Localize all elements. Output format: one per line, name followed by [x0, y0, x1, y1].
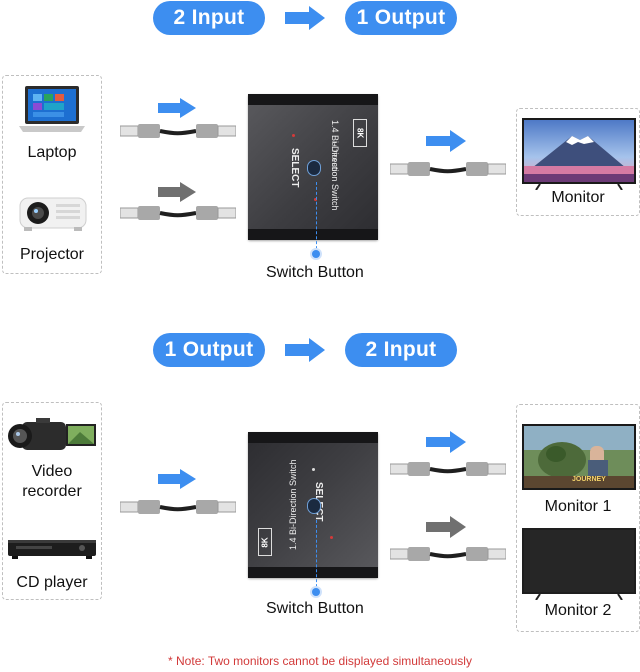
arrow-right-icon [285, 6, 325, 30]
hdmi-cable-icon [120, 206, 236, 220]
switch-model-text: 1.4 Bi-Direction Switch [288, 459, 298, 550]
hdmi-cable-icon [390, 547, 506, 561]
pill-bottom-left: 1 Output [153, 333, 265, 367]
projector-icon [19, 197, 87, 231]
camcorder-icon [8, 418, 96, 450]
switch-band [248, 229, 378, 240]
dvd-player-icon [8, 540, 96, 559]
callout-dot [312, 588, 320, 596]
tv-icon [522, 424, 636, 490]
hdmi-cable-icon [120, 500, 236, 514]
hdmi-switch-bottom: 8K 1.4 Bi-Direction Switch SELECT [248, 432, 378, 578]
arrow-right-icon [426, 431, 466, 453]
laptop-icon [19, 86, 85, 132]
led-indicator [292, 134, 295, 137]
hdmi-cable-icon [390, 462, 506, 476]
select-button[interactable] [307, 498, 321, 514]
laptop-label: Laptop [27, 144, 77, 161]
tv-logo-text: JOURNEY [572, 476, 606, 483]
cd-player-label: CD player [16, 574, 88, 591]
projector-label: Projector [19, 246, 85, 263]
callout-dot [312, 250, 320, 258]
tv-icon [522, 118, 636, 190]
switch-band [248, 94, 378, 105]
arrow-right-icon [285, 338, 325, 362]
hdmi-switch-top: 8K ULTRA HD 1.4 Bi-Direction Switch SELE… [248, 94, 378, 240]
monitor-2-label: Monitor 2 [544, 602, 612, 619]
switch-button-label: Switch Button [266, 600, 364, 617]
led-indicator [312, 468, 315, 471]
callout-line [316, 520, 317, 592]
tv-icon [522, 528, 636, 600]
callout-line [316, 182, 317, 254]
switch-model-text: 1.4 Bi-Direction Switch [330, 120, 340, 211]
switch-select-text: SELECT [289, 148, 300, 188]
monitor-1-label: Monitor 1 [544, 498, 612, 515]
footnote: * Note: Two monitors cannot be displayed… [168, 654, 472, 668]
switch-button-label: Switch Button [266, 264, 364, 281]
switch-band [248, 567, 378, 578]
arrow-right-gray-icon [158, 182, 196, 202]
hdmi-cable-icon [120, 124, 236, 138]
led-indicator [330, 536, 333, 539]
video-recorder-label: Video recorder [22, 463, 82, 500]
badge-8k: 8K [353, 119, 367, 147]
pill-bottom-right: 2 Input [345, 333, 457, 367]
pill-top-right: 1 Output [345, 1, 457, 35]
hdmi-cable-icon [390, 162, 506, 176]
arrow-right-icon [158, 469, 196, 489]
badge-8k: 8K [258, 528, 272, 556]
monitor-label: Monitor [551, 189, 605, 206]
select-button[interactable] [307, 160, 321, 176]
pill-top-left: 2 Input [153, 1, 265, 35]
switch-band [248, 432, 378, 443]
arrow-right-gray-icon [426, 516, 466, 538]
arrow-right-icon [426, 130, 466, 152]
led-indicator [314, 198, 317, 201]
arrow-right-icon [158, 98, 196, 118]
